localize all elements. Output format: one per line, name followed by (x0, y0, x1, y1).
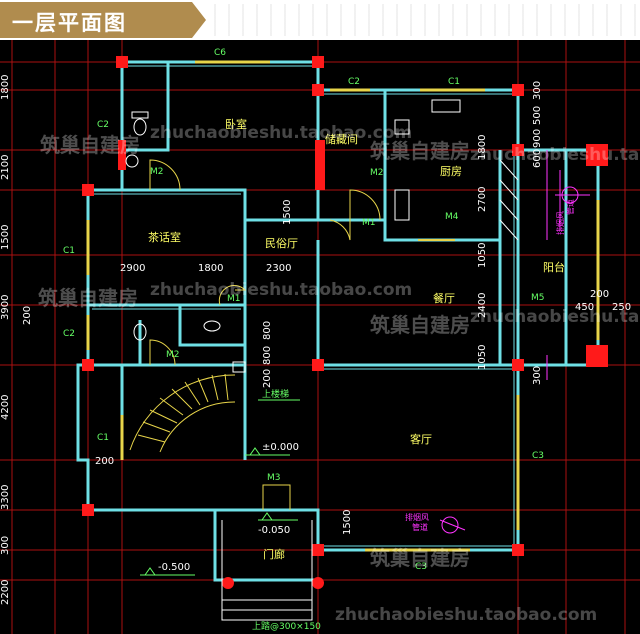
room-porch: 门廊 (263, 547, 285, 561)
dim-200-balcony: 200 (590, 289, 609, 300)
door-m3: M3 (267, 473, 281, 483)
header-bar: 一层平面图 (0, 0, 640, 40)
dim-1050-a: 1050 (477, 243, 488, 268)
level-minus-500: -0.500 (158, 562, 190, 573)
dim-500: 500 (532, 106, 543, 125)
door-swings (149, 159, 455, 510)
stair-up-label: 上楼梯 (262, 388, 289, 400)
dim-800-a: 800 (262, 321, 273, 340)
left-dim-3900: 3900 (0, 295, 11, 320)
window-c2-lower: C2 (63, 329, 75, 339)
door-m1-storage: M1 (362, 218, 376, 228)
exhaust-label-2: 排烟风 (405, 512, 429, 522)
door-m1-tea: M1 (227, 294, 241, 304)
floor-plan: 卧室 储藏间 厨房 茶话室 民俗厅 餐厅 阳台 客厅 门廊 C6 C2 C1 C… (0, 40, 640, 634)
dim-300-bottom: 300 (532, 366, 543, 385)
left-dim-2200: 2200 (0, 580, 11, 605)
dim-1500-living: 1500 (342, 510, 353, 535)
dim-2700: 2700 (477, 187, 488, 212)
watermark-en-5: zhuchaobieshu.taobao.com (335, 605, 597, 625)
window-c2-left: C2 (97, 120, 109, 130)
dim-1050-b: 1050 (477, 345, 488, 370)
title-tab: 一层平面图 (0, 2, 206, 38)
window-c1-left: C1 (63, 246, 75, 256)
dim-450: 450 (575, 302, 594, 313)
dim-900: 900 (532, 129, 543, 148)
door-m5: M5 (531, 293, 545, 303)
page-title: 一层平面图 (12, 11, 127, 35)
staircase (129, 361, 246, 453)
left-dim-1500: 1500 (0, 225, 11, 250)
window-marks (86, 60, 600, 552)
watermark-en-1: zhuchaobieshu.taobao.com (150, 123, 412, 143)
exhaust-symbols (439, 150, 590, 534)
left-dim-4200: 4200 (0, 395, 11, 420)
porch-steps (221, 520, 313, 621)
fixtures (125, 99, 519, 341)
header-ornament (214, 4, 640, 36)
watermark-cn-5: 筑巢自建房 (370, 546, 470, 570)
exhaust-label-3: 管道 (565, 199, 575, 215)
dim-300-top: 300 (532, 81, 543, 100)
room-dining: 餐厅 (433, 291, 455, 305)
watermark-cn-4: 筑巢自建房 (370, 313, 470, 337)
wall-inner-lines (92, 65, 515, 547)
left-dim-1800: 1800 (0, 75, 11, 100)
window-c3-bottom: C3 (415, 562, 427, 572)
dim-600: 600 (532, 149, 543, 168)
structural-columns (82, 56, 608, 589)
door-m2-bath: M2 (150, 167, 164, 177)
watermark-en-2: zhuchaobieshu.taobao.com (470, 145, 640, 165)
window-c2-top: C2 (348, 77, 360, 87)
room-tea-room: 茶话室 (148, 230, 181, 244)
room-storage: 储藏间 (325, 132, 358, 146)
dim-200-left: 200 (22, 306, 33, 325)
exhaust-label-1: 排烟风 (555, 211, 565, 235)
dim-2400: 2400 (477, 293, 488, 318)
level-markers (140, 399, 300, 576)
porch-steps-label: 上踏@300×150 (252, 620, 321, 632)
window-c3-right: C3 (532, 451, 544, 461)
window-c6: C6 (214, 48, 226, 58)
door-m2-storage: M2 (370, 168, 384, 178)
left-dim-2100: 2100 (0, 155, 11, 180)
dim-1500-folk: 1500 (282, 200, 293, 225)
dim-200-mid: 200 (262, 369, 273, 388)
room-kitchen: 厨房 (440, 165, 462, 178)
watermark-cn-3: 筑巢自建房 (38, 286, 138, 310)
watermark-en-3: zhuchaobieshu.taobao.com (150, 280, 412, 300)
room-bedroom: 卧室 (225, 117, 247, 131)
exhaust-label-4: 管道 (412, 522, 428, 532)
level-minus-050: -0.050 (258, 525, 290, 536)
window-c1-top: C1 (448, 77, 460, 87)
dim-2900: 2900 (120, 263, 145, 274)
dim-800-b: 800 (262, 346, 273, 365)
door-m4: M4 (445, 212, 459, 222)
room-living: 客厅 (410, 432, 432, 446)
room-balcony: 阳台 (543, 260, 565, 274)
dim-1800: 1800 (198, 263, 223, 274)
watermark-en-4: zhuchaobieshu.taobao.com (470, 307, 640, 327)
door-m2-lower: M2 (166, 350, 180, 360)
watermark-cn-1: 筑巢自建房 (40, 133, 140, 157)
dim-2300: 2300 (266, 263, 291, 274)
room-folk-hall: 民俗厅 (265, 237, 298, 250)
dim-250: 250 (612, 302, 631, 313)
level-0000: ±0.000 (262, 442, 299, 453)
left-dim-3300: 3300 (0, 485, 11, 510)
floor-plan-drawing: 卧室 储藏间 厨房 茶话室 民俗厅 餐厅 阳台 客厅 门廊 C6 C2 C1 C… (0, 40, 640, 634)
window-c1-lower: C1 (97, 433, 109, 443)
left-dim-300: 300 (0, 536, 11, 555)
watermark-cn-2: 筑巢自建房 (370, 139, 470, 163)
dim-200-stair: 200 (95, 456, 114, 467)
dim-1800-kitchen: 1800 (477, 135, 488, 160)
